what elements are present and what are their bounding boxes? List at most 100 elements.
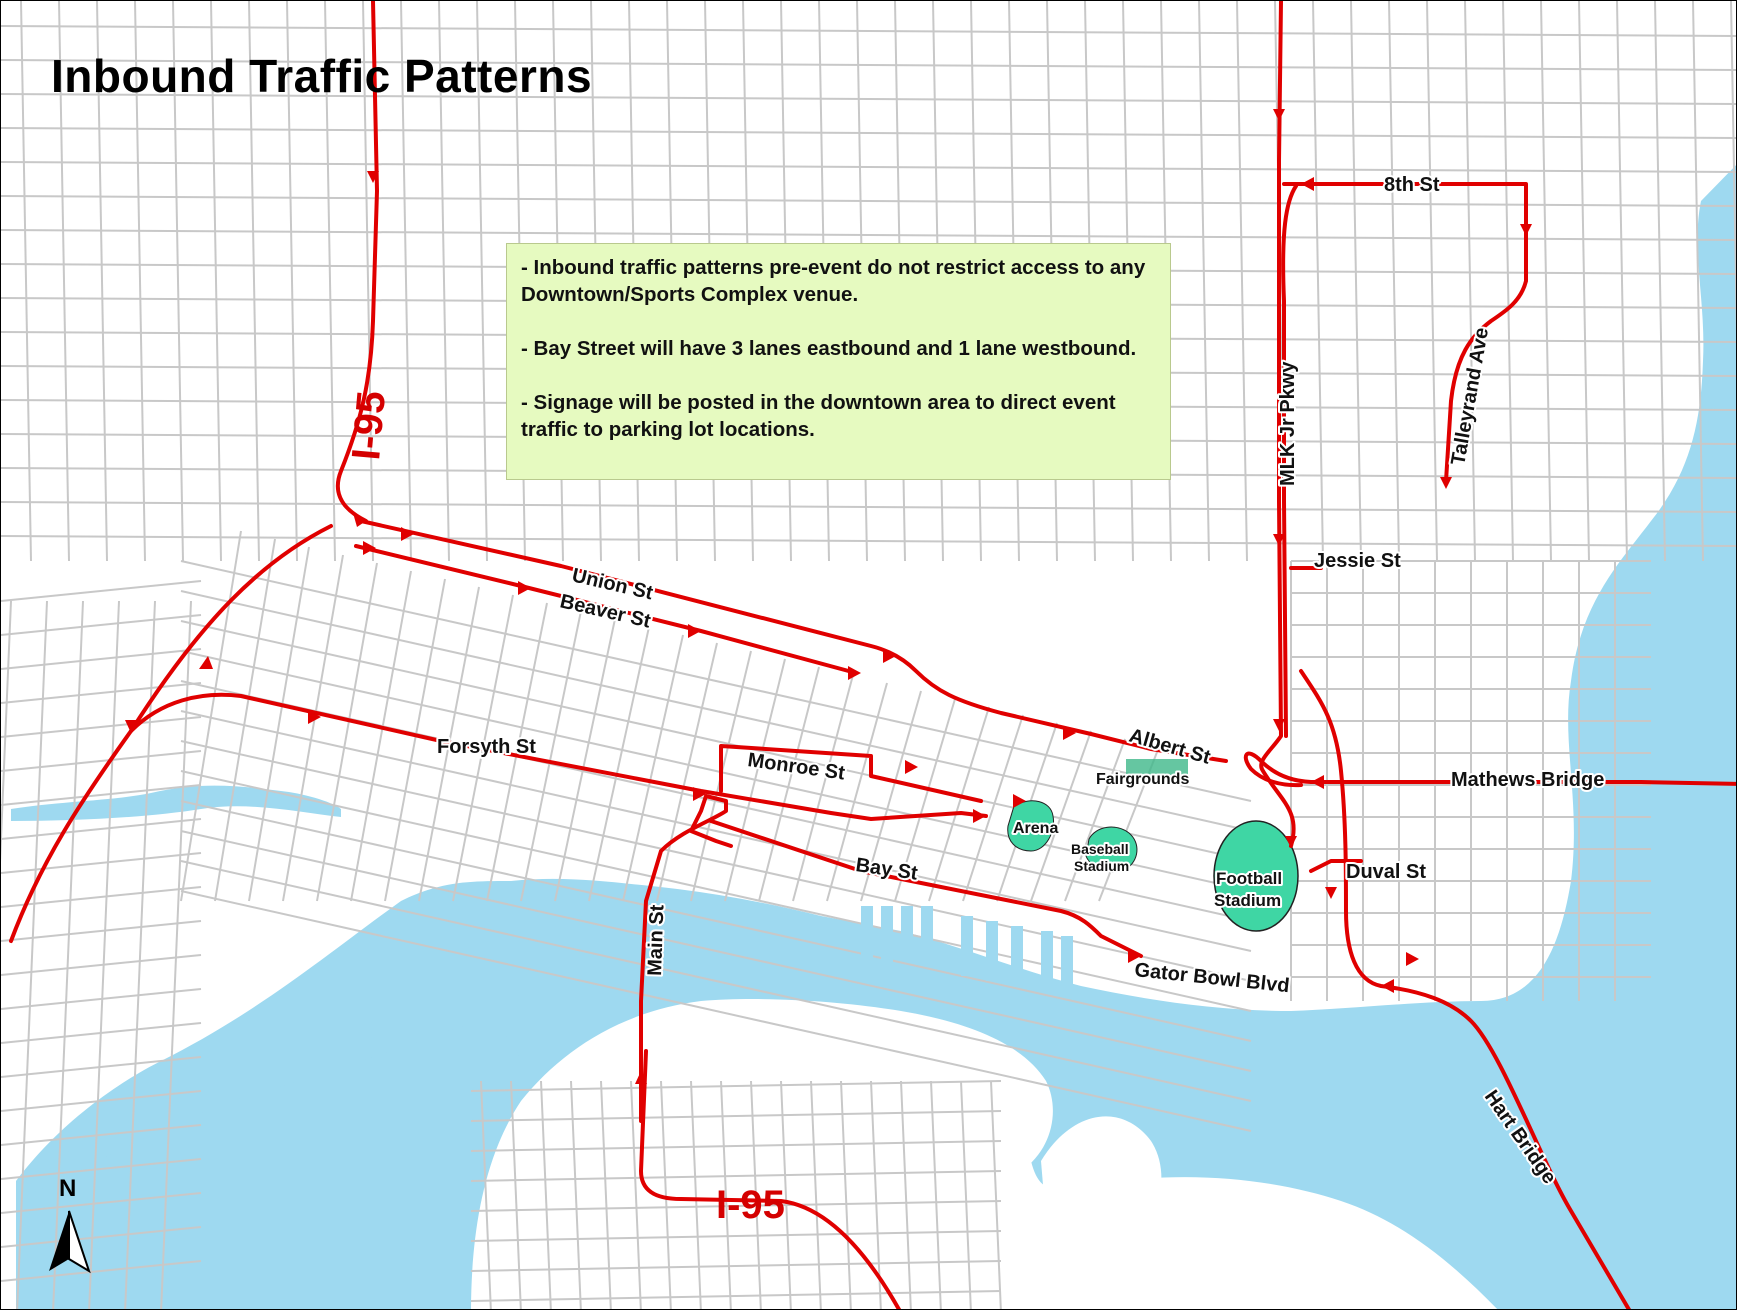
street-segment [470, 1080, 1002, 1092]
street-segment [1, 682, 202, 704]
route-forsyth-st [129, 692, 988, 821]
street-segment [1, 127, 1736, 139]
street-segment [350, 570, 412, 902]
route-main-st [639, 794, 733, 1123]
street-segment [1, 580, 202, 602]
route-hart-bridge [1299, 669, 1631, 1309]
street-segment [180, 800, 1252, 1042]
label-mlk-pkwy: MLK Jr Pkwy [1277, 361, 1299, 486]
street-segment [1, 501, 1736, 513]
label-mathews-bridge: Mathews Bridge [1451, 769, 1604, 791]
street-segment [248, 546, 310, 902]
label-bay-st: Bay St [854, 854, 919, 884]
street-segment [1, 1124, 202, 1146]
street-segment [1, 784, 202, 806]
street-segment [438, 1, 450, 562]
label-fairgrounds: Fairgrounds [1096, 771, 1189, 788]
street-segment [180, 530, 242, 902]
venues [1007, 759, 1299, 932]
street-segment [690, 1080, 702, 1309]
street-segment [600, 1080, 612, 1309]
label-football-line2: Stadium [1214, 891, 1281, 910]
label-baseball-line1: Baseball [1071, 841, 1129, 857]
street-segment [282, 554, 344, 902]
street-segment [52, 600, 84, 1309]
label-forsyth-st: Forsyth St [437, 736, 536, 758]
street-segment [962, 714, 1024, 902]
peninsula-cove [1041, 1116, 1162, 1264]
street-segment [476, 1, 488, 562]
label-talleyrand-ave: Talleyrand Ave [1447, 326, 1493, 467]
label-jessie-st: Jessie St [1314, 550, 1401, 572]
piers [861, 906, 1073, 991]
street-segment [1578, 1, 1590, 562]
street-segment [180, 620, 1252, 862]
street-segment [930, 1080, 942, 1309]
street-segment [1, 716, 202, 738]
baseball-stadium-shape [1085, 826, 1138, 873]
street-segment [180, 890, 1252, 1132]
river-south-channel [16, 1024, 628, 1309]
note-access: - Inbound traffic patterns pre-event do … [521, 256, 1146, 306]
north-arrow: N [49, 1175, 91, 1274]
street-segment [470, 1110, 1002, 1122]
street-segment [1, 1226, 202, 1248]
street-segment [792, 674, 854, 902]
street-segment [1350, 1, 1362, 562]
route-arrows [125, 109, 1532, 1084]
note-signage: - Signage will be posted in the downtown… [521, 391, 1116, 441]
street-segment [1, 1192, 202, 1214]
label-main-st: Main St [644, 904, 668, 976]
street-segment [1236, 1, 1248, 562]
water-bodies [11, 165, 1736, 1309]
street-segment [1198, 1, 1210, 562]
street-segment [1426, 1, 1438, 562]
street-segment [180, 590, 1252, 832]
venue-labels: Fairgrounds Arena Baseball Stadium Footb… [1011, 769, 1284, 912]
street-segment [622, 634, 684, 902]
street-segment [470, 1260, 1002, 1272]
route-mlk-pkwy [1259, 1, 1296, 848]
street-segment [1, 93, 1736, 105]
street-segment [656, 642, 718, 902]
street-segment [1, 750, 202, 772]
street-segment [1730, 1, 1736, 338]
route-mlk-pkwy-2 [1281, 184, 1298, 738]
street-segment [1, 535, 1736, 547]
street-segment [1, 195, 1736, 207]
route-bay-st [709, 819, 1143, 958]
street-segment [1, 920, 202, 942]
street-segment [248, 1, 260, 562]
street-segment [810, 1080, 822, 1309]
street-segment [1, 818, 202, 840]
street-segment [180, 860, 1252, 1102]
street-segment [900, 1080, 912, 1309]
street-segment [1, 1056, 202, 1078]
street-segment [400, 1, 412, 562]
street-segment [990, 1080, 1002, 1309]
street-segment [1, 648, 202, 670]
street-segment [470, 1230, 1002, 1242]
street-segment [486, 602, 548, 902]
street-segment [470, 1140, 1002, 1152]
north-arrow-icon [49, 1211, 69, 1271]
label-8th-st: 8th St [1384, 174, 1440, 196]
street-segment [1, 852, 202, 874]
label-gator-bowl-blvd: Gator Bowl Blvd [1133, 959, 1290, 997]
street-segment [362, 1, 374, 562]
street-segment [316, 562, 378, 902]
street-segment [1030, 730, 1092, 902]
street-segment [180, 710, 1252, 952]
route-duval-st [1309, 859, 1363, 873]
street-segment [1, 1090, 202, 1112]
route-union-st [359, 519, 1228, 763]
street-segment [480, 1080, 492, 1309]
street-segment [840, 1080, 852, 1309]
street-segment [960, 1080, 972, 1309]
street-segment [588, 626, 650, 902]
street-segment [124, 600, 156, 1309]
street-segment [1692, 1, 1704, 562]
street-segment [720, 1080, 732, 1309]
street-segment [470, 1290, 1002, 1302]
